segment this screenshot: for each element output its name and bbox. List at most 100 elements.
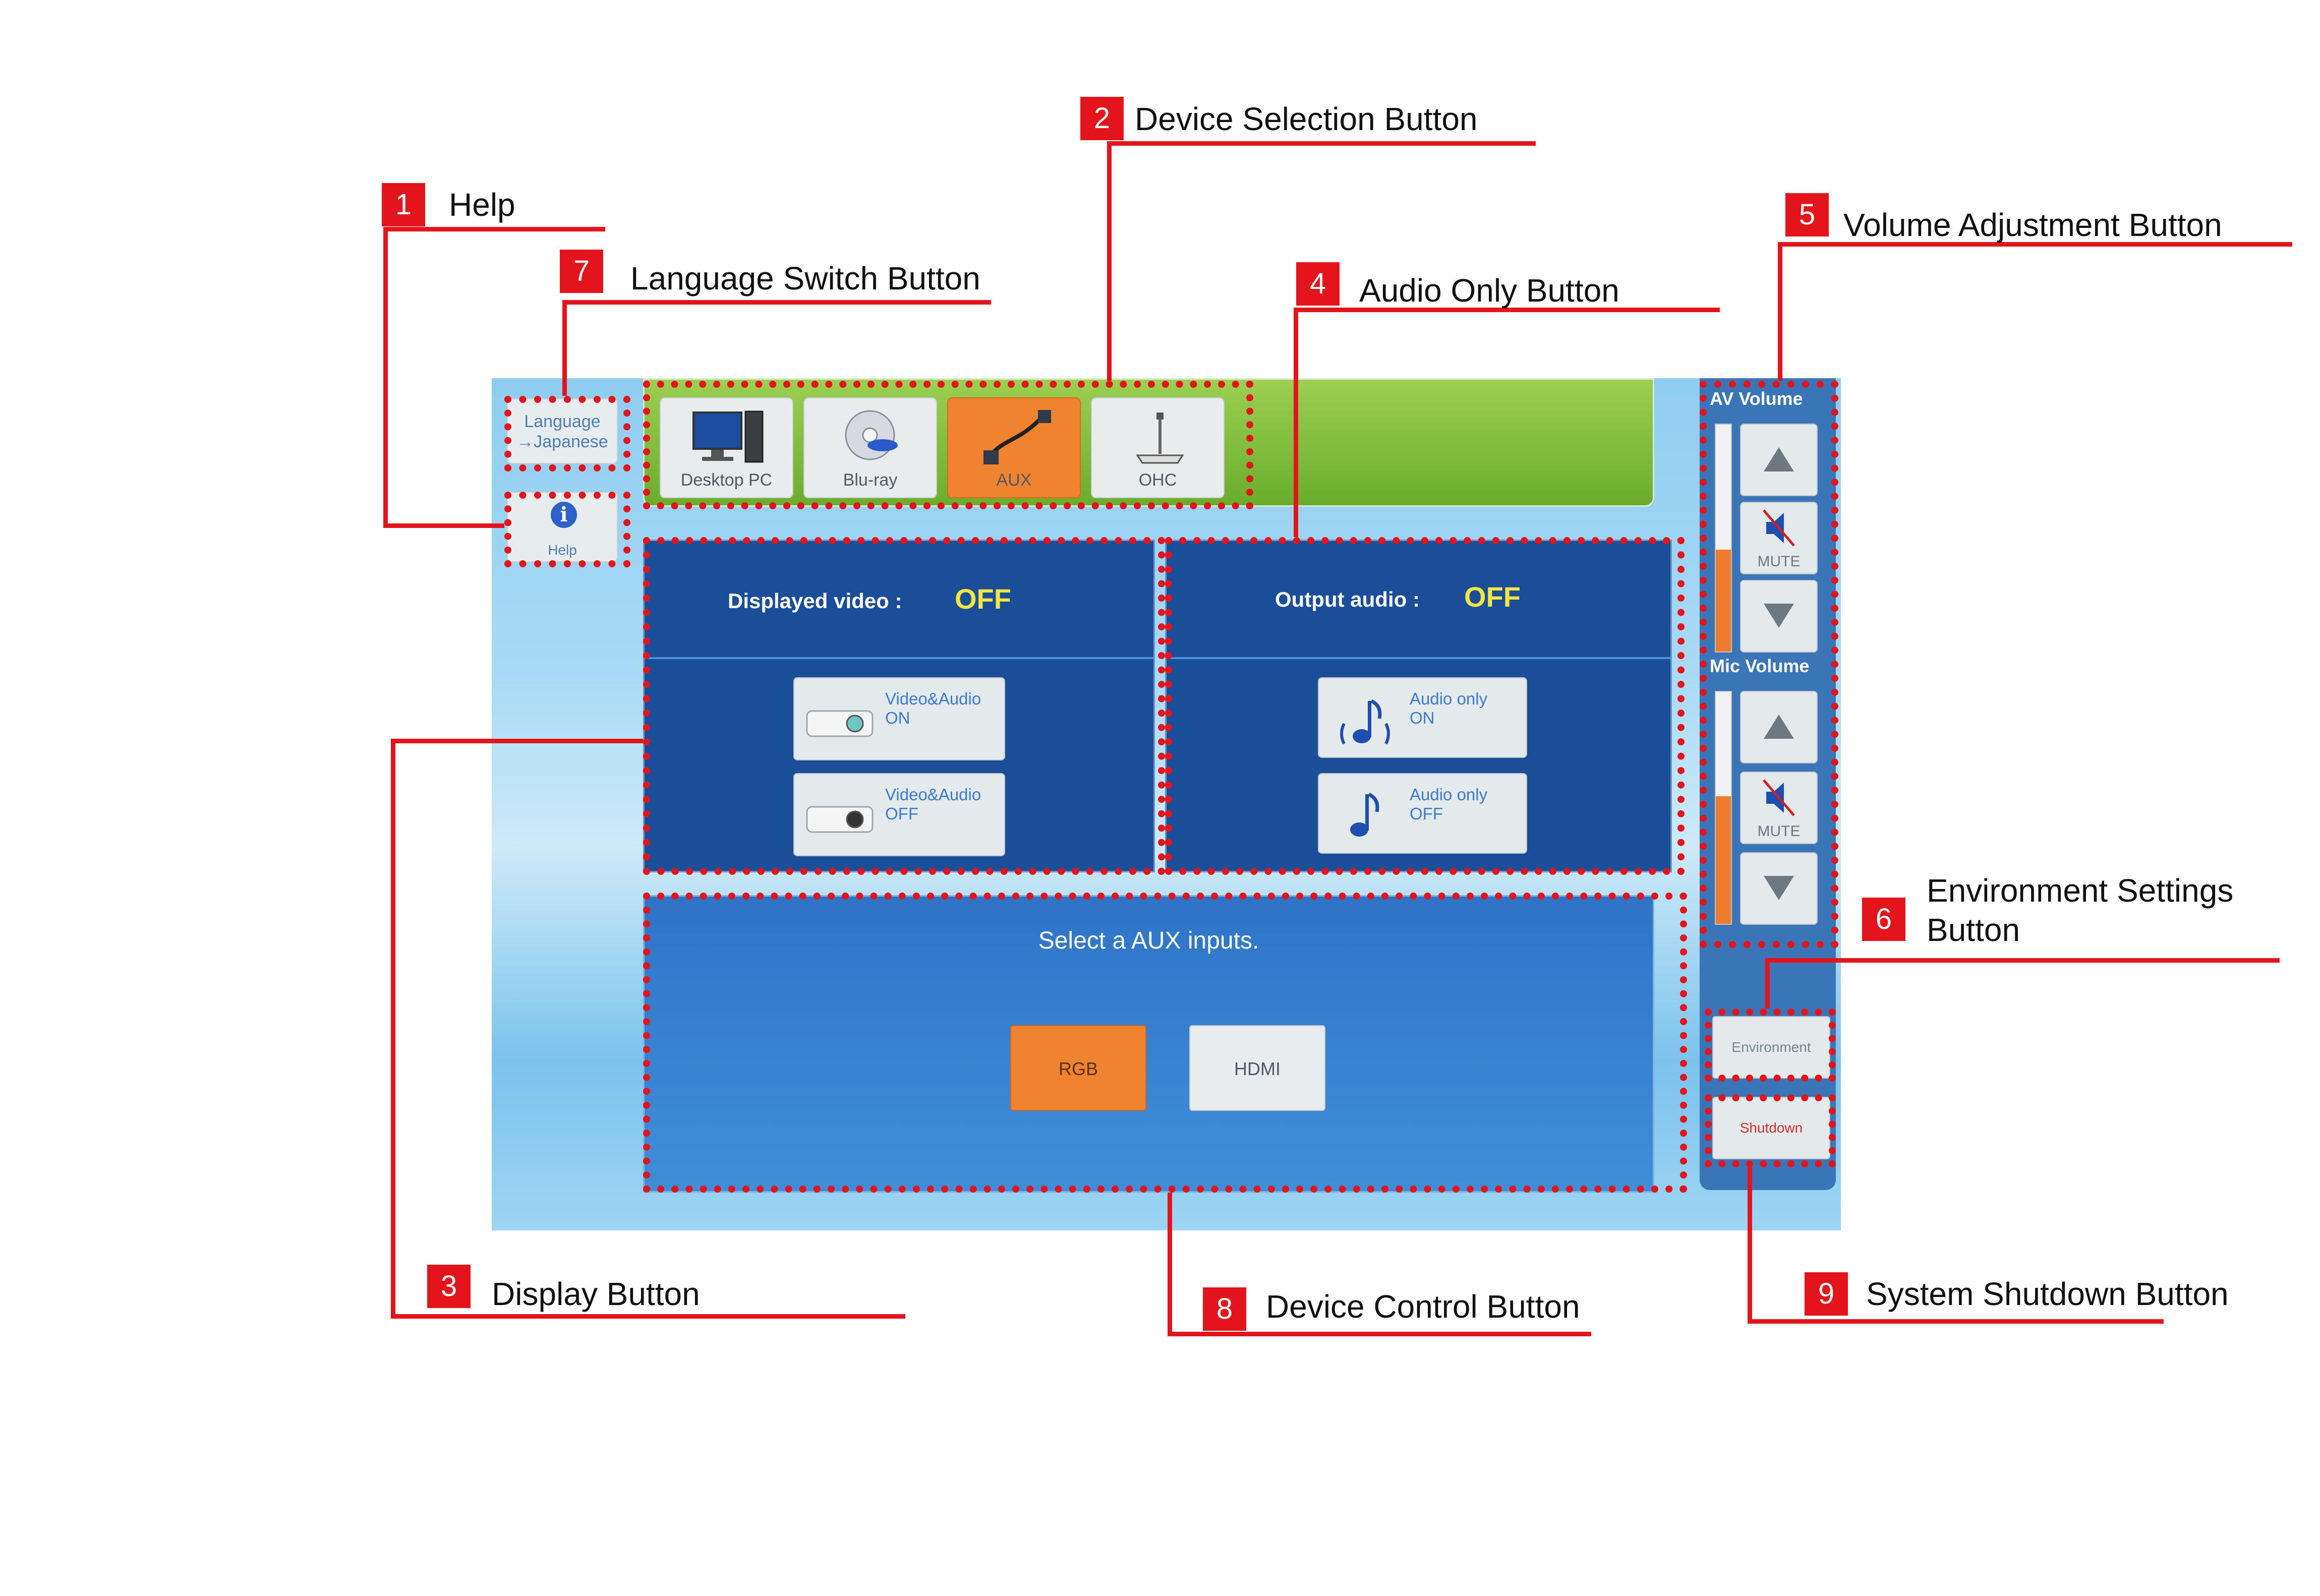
projector-icon <box>806 806 874 833</box>
leader-line <box>391 739 643 743</box>
leader-line <box>1107 141 1536 146</box>
device-ohc-button[interactable]: OHC <box>1091 397 1225 498</box>
device-label: Blu-ray <box>843 470 898 490</box>
leader-line <box>1765 958 2280 963</box>
leader-line <box>1778 242 2292 247</box>
highlight-volume <box>1700 381 1838 948</box>
device-selection-bar: Desktop PC Blu-ray AUX OHC <box>643 378 1654 507</box>
hdmi-input-button[interactable]: HDMI <box>1189 1025 1325 1111</box>
av-volume-down-button[interactable] <box>1740 580 1818 653</box>
callout-label-device-control: Device Control Button <box>1266 1288 1580 1325</box>
displayed-video-title: Displayed video : <box>728 589 902 613</box>
environment-button[interactable]: Environment <box>1712 1016 1830 1079</box>
highlight-help <box>504 492 630 567</box>
mic-volume-meter <box>1715 691 1732 925</box>
arrow-down-icon <box>1764 604 1794 628</box>
highlight-device-selection <box>643 381 1253 509</box>
leader-line <box>383 523 504 528</box>
arrow-up-icon <box>1764 715 1794 739</box>
mic-volume-up-button[interactable] <box>1740 691 1818 763</box>
callout-badge-6: 6 <box>1862 898 1905 941</box>
leader-line <box>391 739 395 1319</box>
shutdown-button[interactable]: Shutdown <box>1712 1097 1830 1159</box>
arrow-down-icon <box>1764 876 1794 900</box>
callout-badge-9: 9 <box>1805 1272 1848 1316</box>
mute-label: MUTE <box>1757 823 1801 840</box>
mic-volume-level <box>1716 796 1731 924</box>
av-volume-up-button[interactable] <box>1740 424 1818 496</box>
highlight-audio-only <box>1165 537 1685 875</box>
leader-line <box>1168 1193 1172 1336</box>
device-aux-button[interactable]: AUX <box>947 397 1081 498</box>
device-label: Desktop PC <box>680 470 773 490</box>
highlight-language <box>504 396 630 471</box>
callout-badge-3: 3 <box>427 1265 471 1308</box>
leader-line <box>562 300 991 305</box>
callout-badge-2: 2 <box>1080 97 1124 140</box>
panel-divider <box>645 657 1153 659</box>
av-volume-meter <box>1715 424 1732 653</box>
speaker-muted-icon <box>1763 779 1795 816</box>
leader-line <box>383 227 605 231</box>
info-icon: i <box>551 502 577 528</box>
callout-label-help: Help <box>449 187 515 223</box>
displayed-video-value: OFF <box>955 583 1011 615</box>
highlight-shutdown <box>1705 1094 1836 1167</box>
av-volume-level <box>1716 549 1731 652</box>
music-note-icon <box>1350 792 1379 837</box>
callout-badge-1: 1 <box>382 183 425 226</box>
callout-badge-7: 7 <box>560 250 603 293</box>
mic-volume-down-button[interactable] <box>1740 852 1818 925</box>
callout-label-volume: Volume Adjustment Button <box>1843 207 2222 243</box>
device-bluray-button[interactable]: Blu-ray <box>803 397 937 498</box>
volume-sidebar: AV Volume MUTE Mic Volume MUTE Environme <box>1700 378 1836 1190</box>
callout-label-audio-only: Audio Only Button <box>1359 272 1619 309</box>
leader-line <box>1168 1332 1591 1336</box>
callout-label-environment-1: Environment Settings <box>1927 872 2234 909</box>
callout-badge-8: 8 <box>1203 1287 1246 1331</box>
output-audio-value: OFF <box>1464 581 1521 613</box>
mic-mute-button[interactable]: MUTE <box>1740 772 1818 844</box>
av-mute-button[interactable]: MUTE <box>1740 502 1818 574</box>
language-switch-button[interactable]: Language →Japanese <box>507 398 618 464</box>
leader-line <box>1748 1319 2164 1324</box>
control-touch-screen: Language →Japanese i Help Desktop PC Blu… <box>492 378 1841 1230</box>
rgb-input-button[interactable]: RGB <box>1010 1025 1146 1111</box>
mute-label: MUTE <box>1757 553 1801 570</box>
leader-line <box>1748 1167 1752 1324</box>
language-line1: Language <box>524 412 601 431</box>
highlight-device-control <box>643 893 1687 1193</box>
leader-line <box>1778 242 1782 381</box>
desktop-pc-icon <box>692 410 764 463</box>
device-label: AUX <box>996 470 1032 490</box>
arrow-up-icon <box>1764 447 1794 471</box>
device-desktop-pc-button[interactable]: Desktop PC <box>660 397 793 498</box>
leader-line <box>1294 308 1720 312</box>
leader-line <box>1107 141 1112 381</box>
highlight-environment <box>1705 1009 1836 1082</box>
callout-badge-4: 4 <box>1296 262 1340 306</box>
projector-icon <box>806 710 874 737</box>
mic-volume-label: Mic Volume <box>1710 656 1810 676</box>
leader-line <box>391 1314 905 1319</box>
music-note-sound-icon <box>1340 699 1390 745</box>
callout-label-shutdown: System Shutdown Button <box>1866 1276 2229 1312</box>
leader-line <box>1765 958 1770 1009</box>
device-control-panel: Select a AUX inputs. RGB HDMI <box>643 895 1654 1193</box>
leader-line <box>383 227 388 527</box>
control-title: Select a AUX inputs. <box>1038 927 1259 954</box>
device-label: OHC <box>1138 470 1177 490</box>
bluray-disc-icon <box>845 410 898 460</box>
output-audio-title: Output audio : <box>1275 587 1420 611</box>
av-volume-label: AV Volume <box>1710 388 1803 409</box>
callout-label-device-selection: Device Selection Button <box>1135 101 1478 137</box>
